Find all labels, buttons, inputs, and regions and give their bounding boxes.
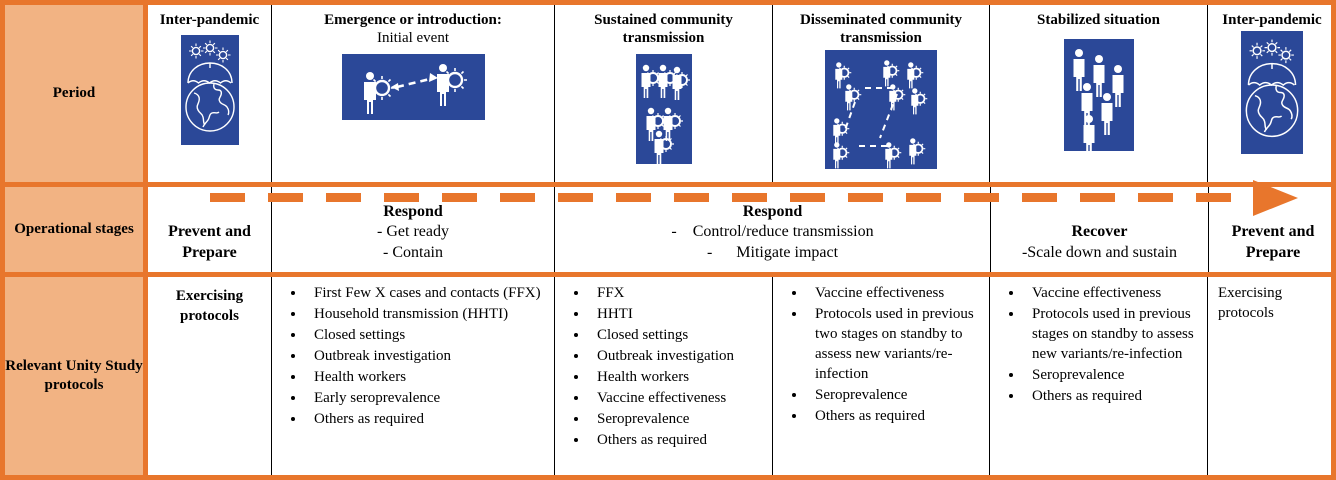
protocols-list: Vaccine effectiveness Protocols used in …: [777, 284, 985, 427]
period-title-main: Emergence or introduction:: [324, 12, 502, 28]
period-cell-disseminated: Disseminated community transmission: [773, 5, 990, 182]
period-title: Sustained community transmission: [594, 12, 733, 47]
ops-line: - Contain: [383, 244, 443, 262]
list-item: Protocols used in previous two stages on…: [807, 305, 981, 385]
list-item: Seroprevalence: [1024, 366, 1199, 386]
ops-line: - Get ready: [377, 223, 449, 241]
list-item: Others as required: [589, 431, 764, 451]
period-row: Period Inter-pandemic: [5, 5, 1331, 182]
ops-line: - Control/reduce transmission: [671, 223, 874, 241]
list-item: Seroprevalence: [589, 410, 764, 430]
list-item: Others as required: [1024, 387, 1199, 407]
protocols-list: First Few X cases and contacts (FFX) Hou…: [276, 284, 550, 430]
period-cell-interpandemic-start: Inter-pandemic: [148, 5, 272, 182]
list-item: HHTI: [589, 305, 764, 325]
period-cell-sustained: Sustained community transmission: [555, 5, 773, 182]
six-infected-people-icon: [635, 53, 692, 164]
list-item: Early seroprevalence: [306, 389, 546, 409]
ops-heading: Respond: [383, 202, 443, 220]
ops-heading: Respond: [742, 202, 803, 220]
list-item: Household transmission (HHTI): [306, 305, 546, 325]
protocols-list: Vaccine effectiveness Protocols used in …: [994, 284, 1203, 407]
protocols-cell-interpandemic-start: Exercising protocols: [148, 277, 272, 475]
protocols-list: FFX HHTI Closed settings Outbreak invest…: [559, 284, 768, 451]
list-item: Health workers: [306, 368, 546, 388]
list-item: Vaccine effectiveness: [1024, 284, 1199, 304]
umbrella-over-globe-with-virus-icon: [180, 35, 239, 146]
row-label-protocols: Relevant Unity Study protocols: [5, 277, 148, 475]
list-item: Protocols used in previous stages on sta…: [1024, 305, 1199, 365]
period-cell-emergence: Emergence or introduction: Initial event: [272, 5, 555, 182]
period-title: Inter-pandemic: [159, 12, 260, 28]
period-title: Disseminated community transmission: [799, 12, 963, 47]
ops-cell-respond-control-mitigate: Respond - Control/reduce transmission - …: [555, 187, 991, 272]
period-title: Stabilized situation: [1037, 12, 1160, 28]
period-cell-interpandemic-end: Inter-pandemic: [1208, 5, 1336, 182]
period-title: Inter-pandemic: [1222, 12, 1322, 28]
ops-heading: Recover: [1071, 223, 1128, 241]
list-item: First Few X cases and contacts (FFX): [306, 284, 546, 304]
protocols-text: Exercising protocols: [175, 288, 244, 324]
ops-heading: Prevent and Prepare: [168, 223, 251, 262]
list-item: Others as required: [306, 410, 546, 430]
ops-cell-prevent-prepare-end: Prevent and Prepare: [1209, 187, 1336, 272]
protocols-cell-stabilized: Vaccine effectiveness Protocols used in …: [990, 277, 1208, 475]
protocols-row: Relevant Unity Study protocols Exercisin…: [5, 277, 1331, 475]
list-item: Vaccine effectiveness: [589, 389, 764, 409]
ops-cell-prevent-prepare-start: Prevent and Prepare: [148, 187, 272, 272]
list-item: Vaccine effectiveness: [807, 284, 981, 304]
umbrella-over-globe-with-virus-icon: [1241, 31, 1303, 155]
list-item: Closed settings: [589, 326, 764, 346]
six-healthy-people-icon: [1063, 39, 1134, 152]
protocols-cell-emergence: First Few X cases and contacts (FFX) Hou…: [272, 277, 555, 475]
row-label-period: Period: [5, 5, 148, 182]
network-of-infected-people-icon: [825, 49, 937, 169]
operational-stages-row: Operational stages Prevent and Prepare R…: [5, 180, 1331, 277]
list-item: Health workers: [589, 368, 764, 388]
ops-cell-respond-getready-contain: Respond - Get ready - Contain: [272, 187, 555, 272]
list-item: Closed settings: [306, 326, 546, 346]
ops-line: -Scale down and sustain: [1021, 244, 1178, 262]
period-subtitle: Initial event: [376, 30, 450, 47]
protocols-cell-disseminated: Vaccine effectiveness Protocols used in …: [773, 277, 990, 475]
row-label-operational-stages: Operational stages: [5, 187, 148, 272]
ops-cell-recover: Recover -Scale down and sustain: [991, 187, 1209, 272]
list-item: Others as required: [807, 407, 981, 427]
protocols-cell-interpandemic-end: Exercising protocols: [1208, 277, 1336, 475]
list-item: Outbreak investigation: [589, 347, 764, 367]
ops-heading: Prevent and Prepare: [1231, 223, 1315, 262]
period-title: Emergence or introduction: Initial event: [320, 11, 506, 48]
protocols-cell-sustained: FFX HHTI Closed settings Outbreak invest…: [555, 277, 773, 475]
ops-line: - Mitigate impact: [706, 244, 839, 262]
list-item: Outbreak investigation: [306, 347, 546, 367]
period-cell-stabilized: Stabilized situation: [990, 5, 1208, 182]
protocols-text: Exercising protocols: [1218, 285, 1283, 321]
two-people-virus-transmission-arrow-icon: [341, 53, 485, 120]
list-item: Seroprevalence: [807, 386, 981, 406]
list-item: FFX: [589, 284, 764, 304]
